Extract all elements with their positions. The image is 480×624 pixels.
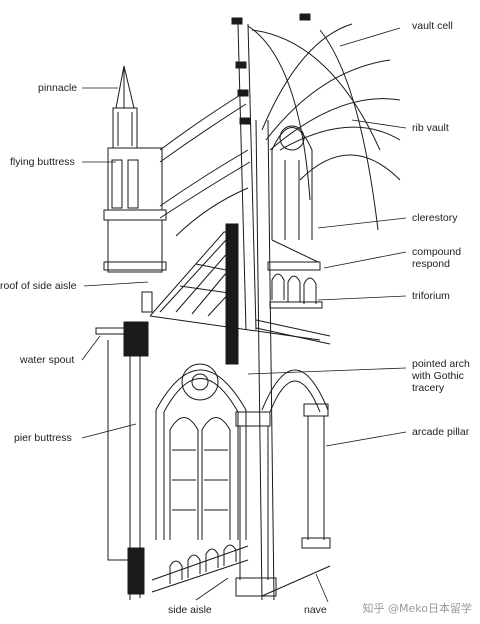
label-arcade-pillar: arcade pillar xyxy=(412,426,470,438)
label-clerestory: clerestory xyxy=(412,212,458,224)
label-nave: nave xyxy=(304,604,327,616)
arcade-drawing xyxy=(235,369,331,597)
side-aisle-wall-drawing xyxy=(95,321,249,600)
label-flying-buttress: flying buttress xyxy=(10,156,75,168)
label-side-aisle: side aisle xyxy=(168,604,212,616)
pinnacle-drawing xyxy=(103,65,167,273)
side-aisle-roof-drawing xyxy=(141,223,321,365)
label-vault-cell: vault cell xyxy=(412,20,453,32)
label-compound-respond: compound respond xyxy=(412,246,462,270)
label-triforium: triforium xyxy=(412,290,450,302)
label-pointed-arch: pointed arch with Gothic tracery xyxy=(412,358,470,394)
label-water-spout: water spout xyxy=(20,354,75,366)
label-pinnacle: pinnacle xyxy=(38,82,78,94)
nave-wall-drawing xyxy=(231,13,401,601)
flying-buttress-drawing xyxy=(159,91,251,237)
label-roof-of-side-aisle: roof of side aisle xyxy=(0,280,77,292)
watermark: 知乎 @Meko日本留学 xyxy=(362,602,472,615)
leader-lines xyxy=(81,27,407,603)
label-pier-buttress: pier buttress xyxy=(14,432,72,444)
label-rib-vault: rib vault xyxy=(412,122,449,134)
